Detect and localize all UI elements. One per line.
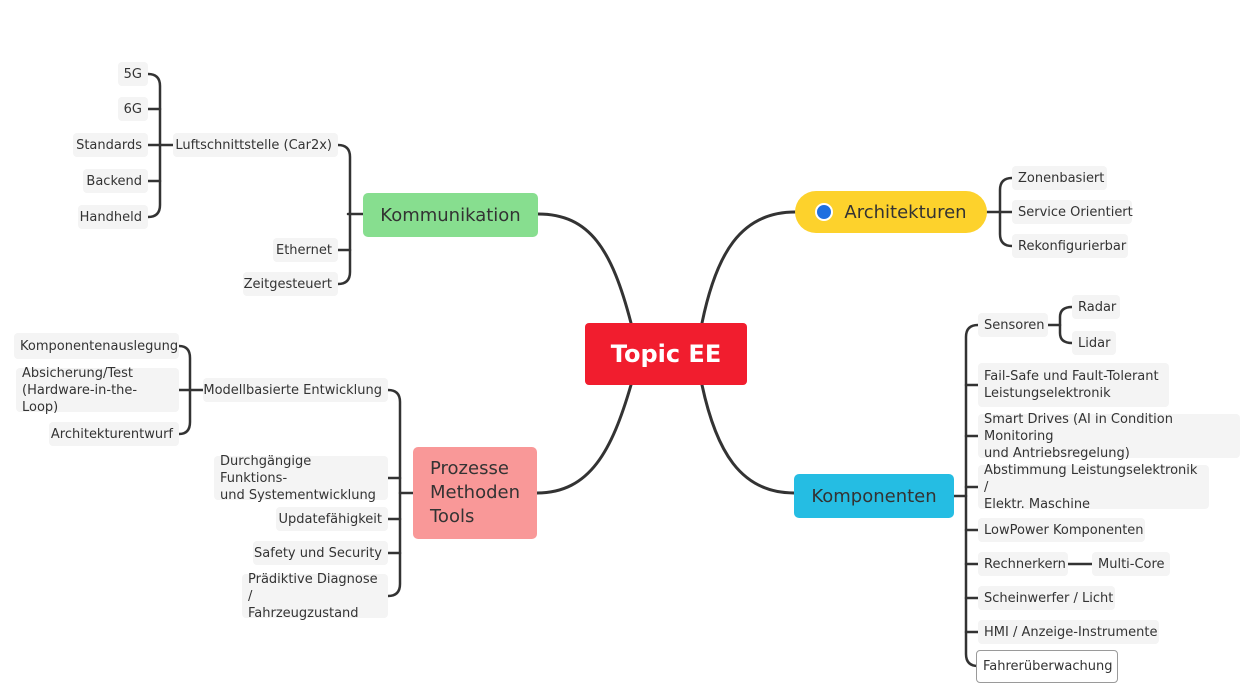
subtopic-modellbasierte-entwicklung[interactable]: Modellbasierte Entwicklung (203, 378, 388, 402)
leaf-6g[interactable]: 6G (118, 97, 148, 121)
connector-line-3 (700, 383, 796, 495)
leaf-absicherung-test[interactable]: Absicherung/Test (Hardware-in-the-Loop) (16, 366, 179, 415)
leaf-multi-core[interactable]: Multi-Core (1092, 552, 1170, 576)
subtopic-hmi-anzeige-instrumente[interactable]: HMI / Anzeige-Instrumente (978, 620, 1159, 644)
subtopic-fail-safe-leistungselektronik[interactable]: Fail-Safe und Fault-Tolerant Leistungsel… (978, 363, 1169, 407)
topic-architekturen-label: Architekturen (844, 201, 967, 223)
subtopic-praediktive-diagnose[interactable]: Prädiktive Diagnose / Fahrzeugzustand (242, 572, 388, 621)
leaf-architekturentwurf[interactable]: Architekturentwurf (49, 422, 179, 446)
blue-dot-icon (815, 203, 834, 221)
subtopic-fahrerueberwachung[interactable]: Fahrerüberwachung (976, 650, 1118, 683)
subtopic-safety-und-security[interactable]: Safety und Security (253, 541, 388, 565)
connector-line-2 (535, 383, 633, 495)
connector-line-33 (1058, 305, 1074, 345)
leaf-zonenbasiert[interactable]: Zonenbasiert (1012, 166, 1107, 190)
leaf-rekonfigurierbar[interactable]: Rekonfigurierbar (1012, 234, 1128, 258)
leaf-backend[interactable]: Backend (83, 169, 148, 193)
subtopic-scheinwerfer-licht[interactable]: Scheinwerfer / Licht (978, 586, 1115, 610)
leaf-standards[interactable]: Standards (73, 133, 148, 157)
subtopic-ethernet[interactable]: Ethernet (273, 238, 338, 262)
subtopic-durchgaengige-funktionsentwicklung[interactable]: Durchgängige Funktions- und Systementwic… (214, 454, 388, 503)
root-topic[interactable]: Topic EE (585, 323, 747, 385)
leaf-radar[interactable]: Radar (1072, 295, 1120, 319)
subtopic-updatefaehigkeit[interactable]: Updatefähigkeit (276, 507, 388, 531)
topic-architekturen[interactable]: Architekturen (795, 191, 987, 233)
subtopic-rechnerkern[interactable]: Rechnerkern (978, 552, 1068, 576)
leaf-komponentenauslegung[interactable]: Komponentenauslegung (14, 333, 179, 359)
leaf-service-orientiert[interactable]: Service Orientiert (1012, 200, 1133, 224)
connector-line-24 (964, 323, 980, 668)
subtopic-sensoren[interactable]: Sensoren (978, 313, 1048, 337)
connector-line-0 (536, 212, 633, 325)
topic-kommunikation[interactable]: Kommunikation (363, 193, 538, 237)
subtopic-abstimmung-leistungselektronik[interactable]: Abstimmung Leistungselektronik / Elektr.… (978, 463, 1209, 512)
subtopic-luftschnittstelle[interactable]: Luftschnittstelle (Car2x) (173, 133, 338, 157)
topic-komponenten[interactable]: Komponenten (794, 474, 954, 518)
connector-line-16 (386, 388, 402, 598)
subtopic-smart-drives[interactable]: Smart Drives (AI in Condition Monitoring… (978, 412, 1240, 461)
subtopic-lowpower-komponenten[interactable]: LowPower Komponenten (978, 518, 1145, 542)
leaf-5g[interactable]: 5G (118, 62, 148, 86)
leaf-handheld[interactable]: Handheld (78, 205, 148, 229)
subtopic-zeitgesteuert[interactable]: Zeitgesteuert (243, 272, 338, 296)
leaf-lidar[interactable]: Lidar (1072, 331, 1116, 355)
connector-line-5 (336, 143, 352, 286)
topic-prozesse-methoden-tools[interactable]: Prozesse Methoden Tools (413, 447, 537, 539)
connector-line-1 (700, 210, 797, 325)
